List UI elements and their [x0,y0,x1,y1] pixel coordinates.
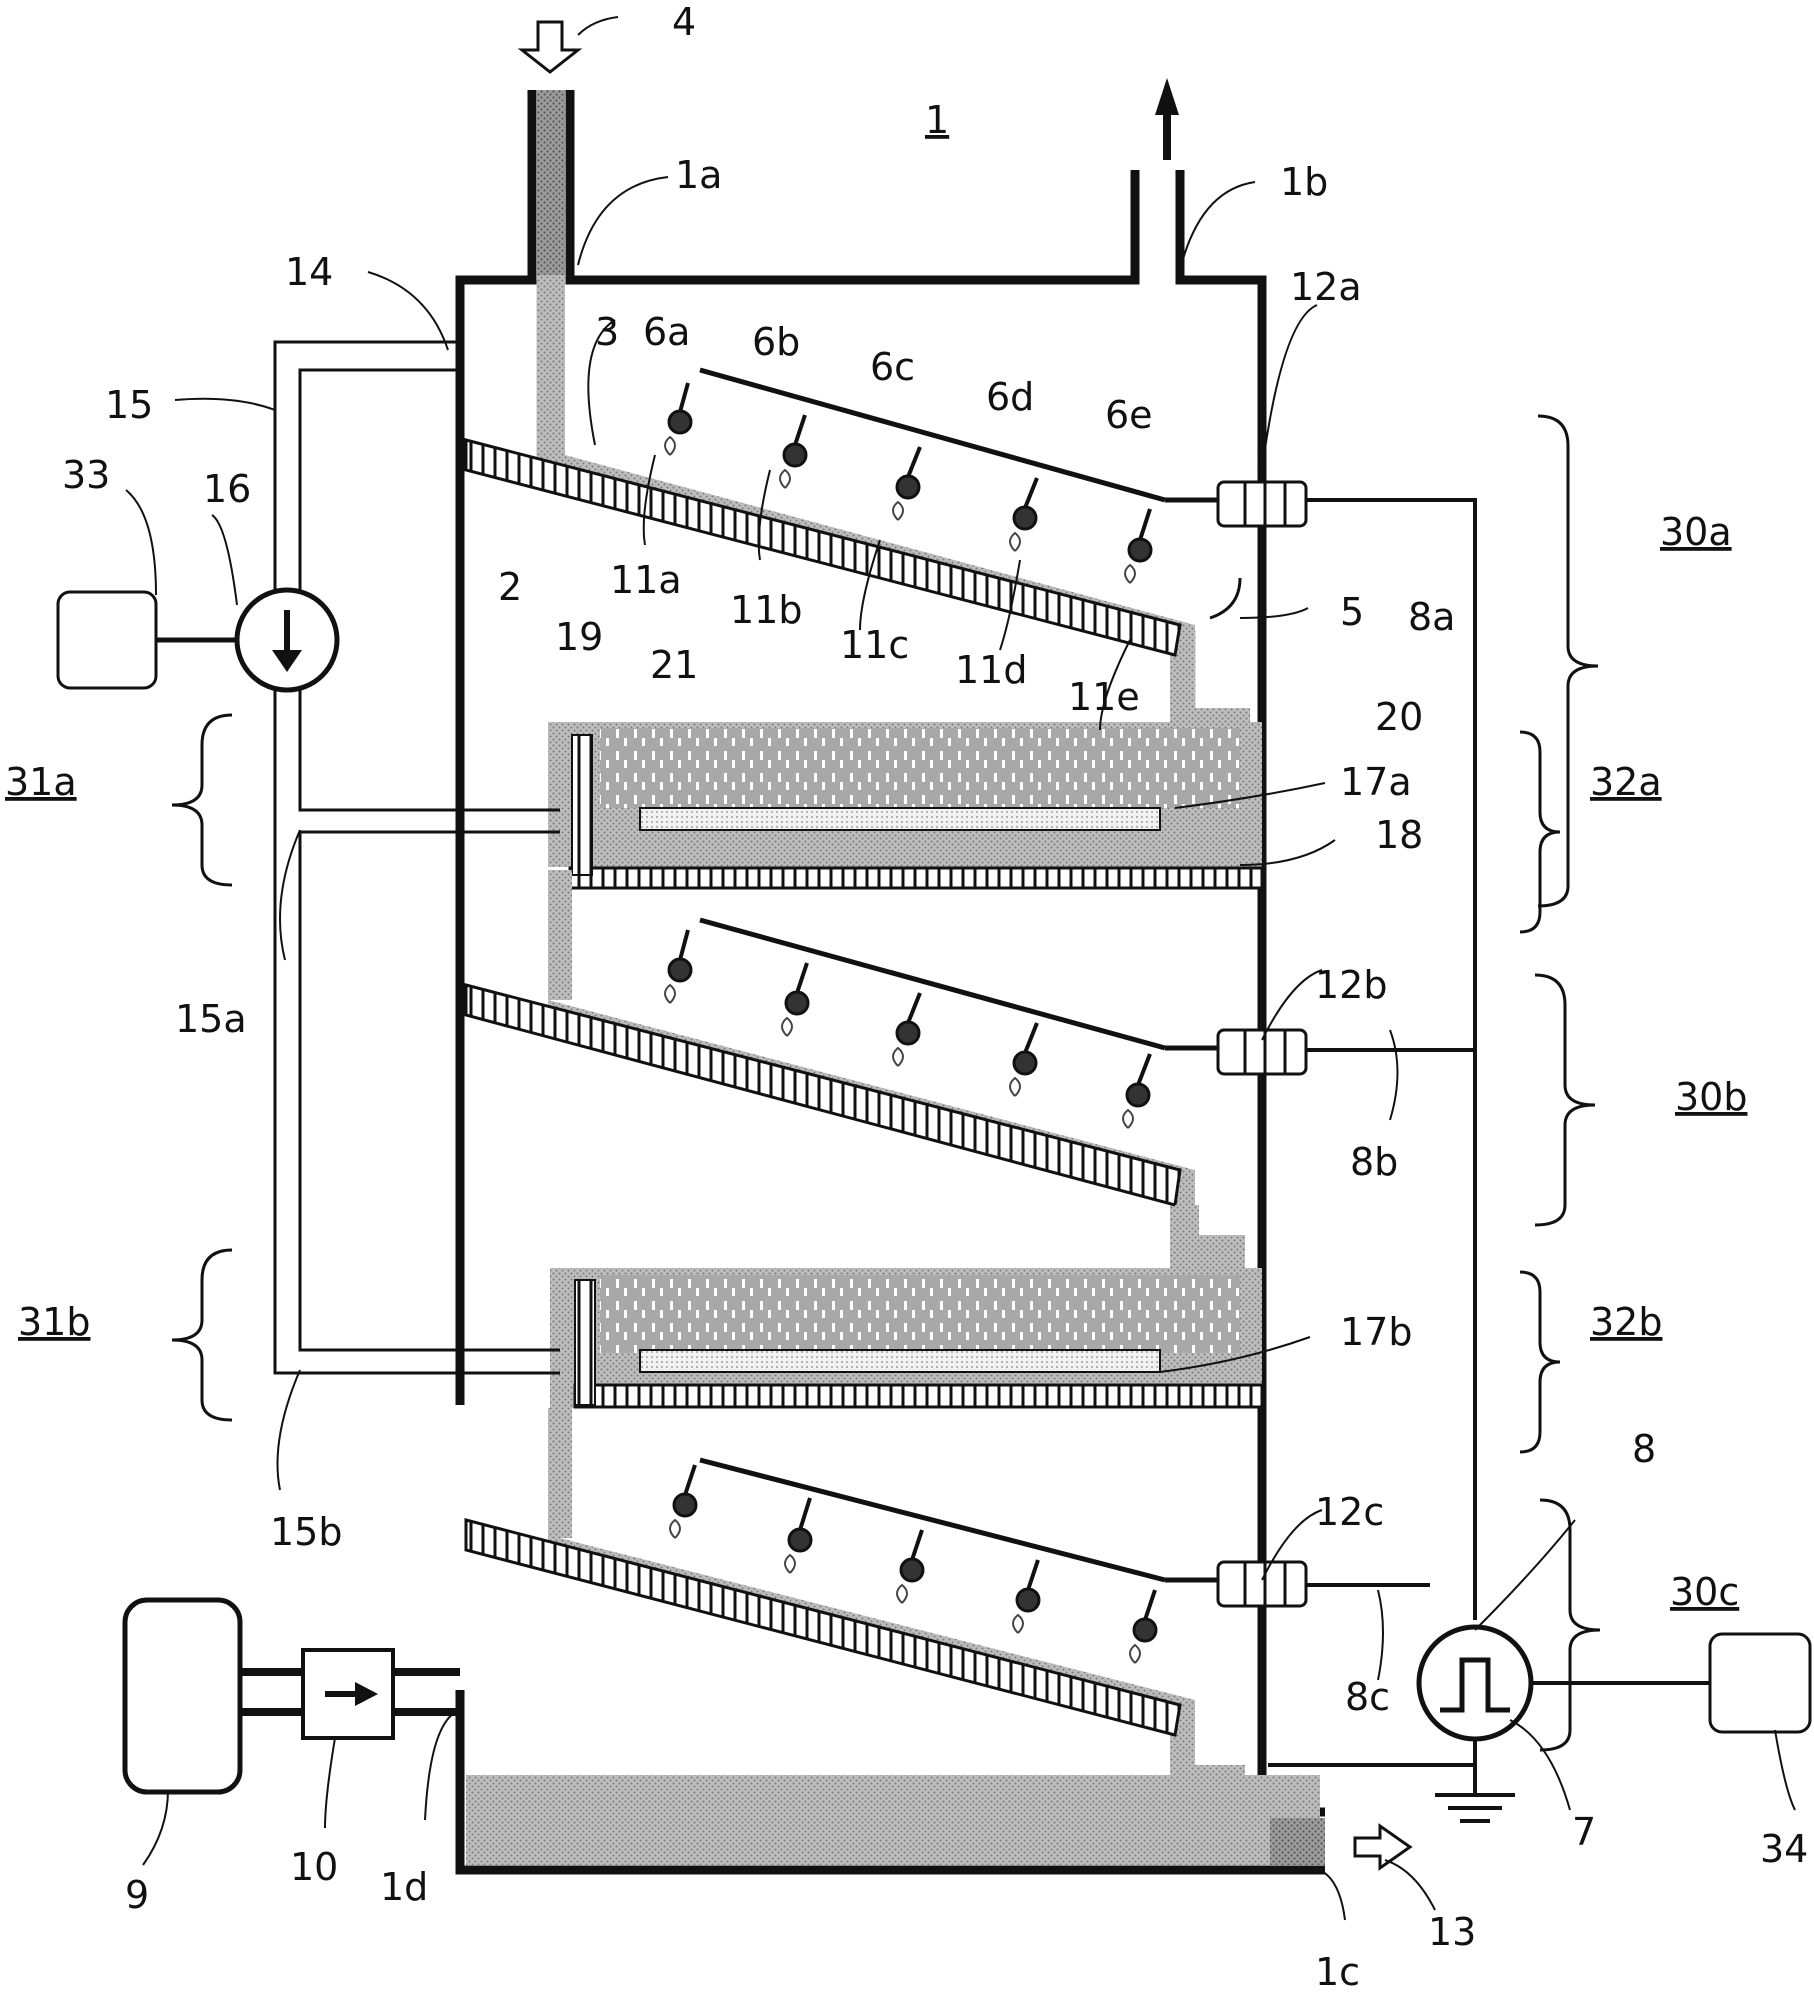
pump [234,587,340,693]
label-1a: 1a [675,153,722,197]
label-21: 21 [650,643,698,687]
label-19: 19 [555,615,603,659]
vessel [455,90,1325,1875]
stage-b [464,917,1245,1270]
label-12c: 12c [1315,1490,1384,1534]
label-11c: 11c [840,623,909,667]
label-32a: 32a [1590,760,1662,804]
label-31a: 31a [5,760,77,804]
label-6a: 6a [643,310,690,354]
label-17a: 17a [1340,760,1412,804]
label-11d: 11d [955,648,1027,692]
exhaust-arrow [1155,78,1179,160]
gas-lines [273,340,560,1375]
discharges [664,435,1141,1664]
valve [301,1648,395,1740]
label-3: 3 [595,310,619,354]
label-31b: 31b [18,1300,90,1344]
label-10: 10 [290,1845,338,1889]
pulse-supply [1416,1624,1534,1742]
leader-lines [125,16,1796,1921]
label-4: 4 [672,0,696,44]
label-14: 14 [285,250,333,294]
label-33: 33 [62,453,110,497]
label-5: 5 [1340,590,1364,634]
controller-33 [56,590,158,690]
label-30c: 30c [1670,1570,1739,1614]
label-6e: 6e [1105,393,1153,437]
label-18: 18 [1375,813,1423,857]
label-8c: 8c [1345,1675,1390,1719]
label-30a: 30a [1660,510,1732,554]
label-1b: 1b [1280,160,1328,204]
label-32b: 32b [1590,1300,1662,1344]
label-1c: 1c [1315,1950,1360,1994]
label-6d: 6d [986,375,1034,419]
label-12a: 12a [1290,265,1362,309]
label-17b: 17b [1340,1310,1412,1354]
label-7: 7 [1572,1810,1596,1854]
braces [171,414,1601,1752]
label-16: 16 [203,467,251,511]
label-15: 15 [105,383,153,427]
label-34: 34 [1760,1827,1808,1871]
electrodes [667,409,1158,1643]
label-6b: 6b [752,320,800,364]
label-13: 13 [1428,1910,1476,1954]
wiring [1268,498,1710,1823]
tray-a [548,722,1264,1000]
gas-feed-pipe [240,1668,460,1716]
controller-34 [1708,1632,1812,1734]
label-15b: 15b [270,1510,342,1554]
stage-c [464,1457,1245,1780]
label-11e: 11e [1068,675,1140,719]
gas-source [122,1597,243,1795]
label-8b: 8b [1350,1140,1398,1184]
label-2: 2 [498,565,522,609]
label-8: 8 [1632,1427,1656,1471]
label-9: 9 [125,1873,149,1917]
label-20: 20 [1375,695,1423,739]
label-vessel: 1 [925,98,949,142]
feed-arrow [517,20,583,74]
label-11b: 11b [730,588,802,632]
label-8a: 8a [1408,595,1455,639]
electrode-stems [678,382,1157,1621]
tray-b [548,1268,1264,1538]
label-30b: 30b [1675,1075,1747,1119]
label-1d: 1d [380,1865,428,1909]
label-12b: 12b [1315,963,1387,1007]
labels: 1 1a 1b 1c 1d 4 13 2 3 5 6a 6b 6c 6d 6e … [5,0,1808,1994]
drain-arrow [1353,1823,1413,1871]
label-11a: 11a [610,558,682,602]
label-15a: 15a [175,997,247,1041]
label-6c: 6c [870,345,915,389]
